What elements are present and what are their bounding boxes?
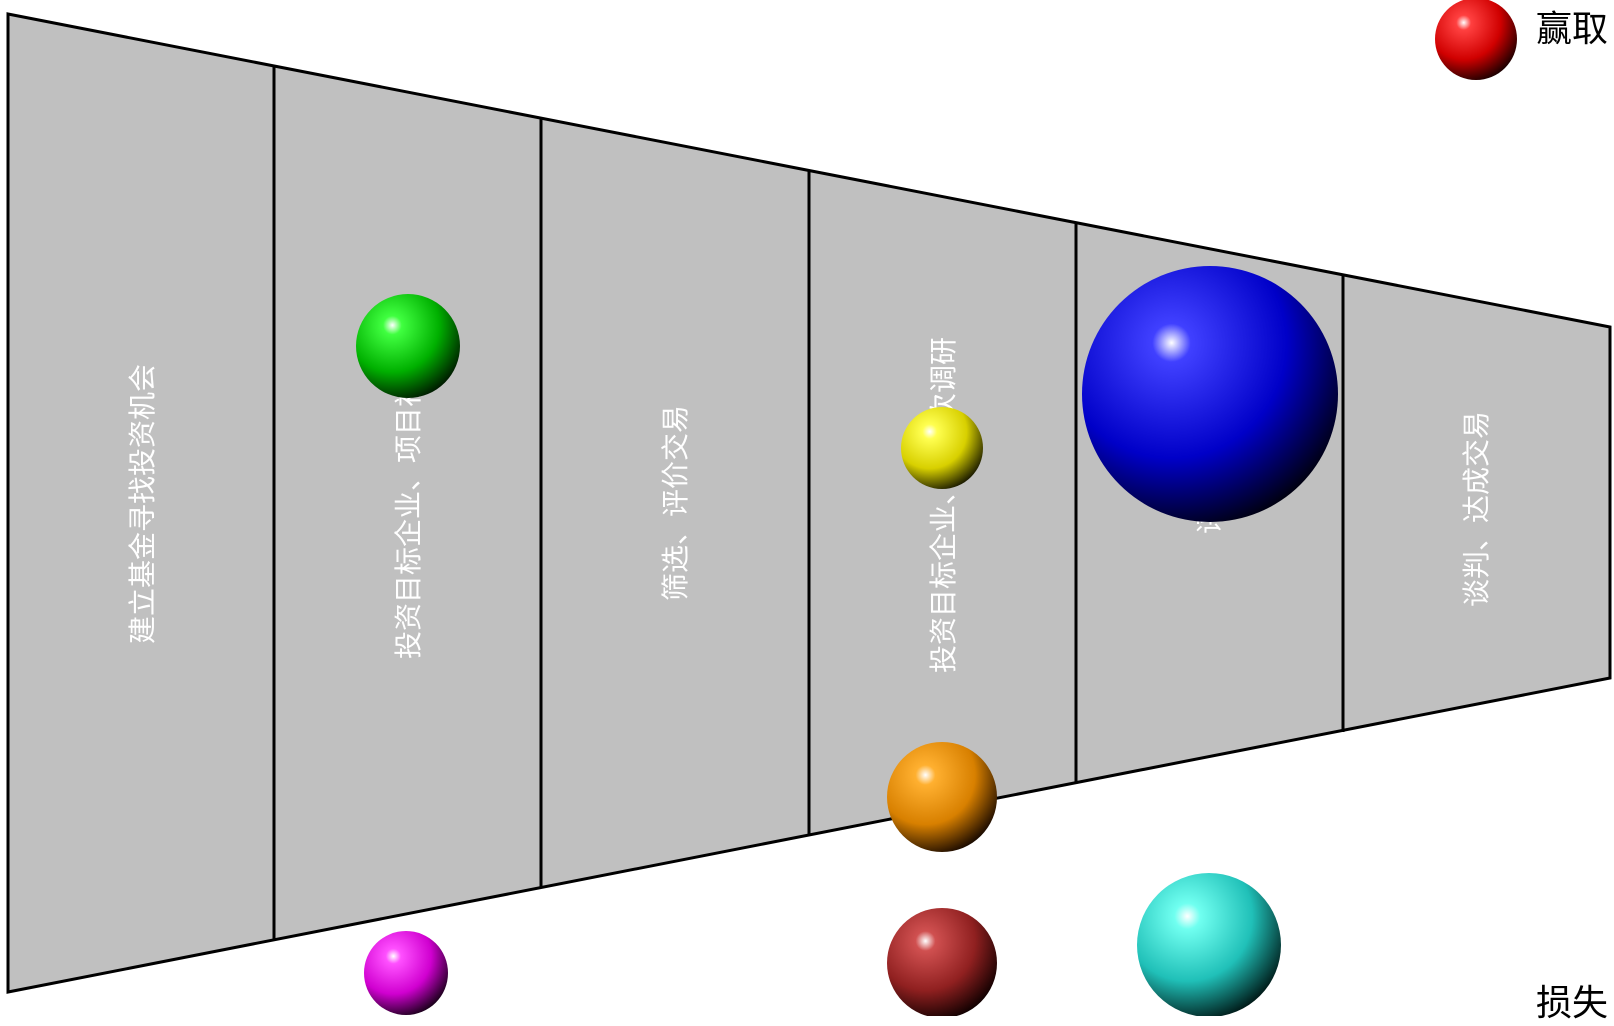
red-sphere [1435, 0, 1517, 80]
win-label: 赢取 [1536, 0, 1608, 52]
stage-label-1: 建立基金寻找投资机会 [126, 364, 159, 644]
brown-sphere [887, 908, 997, 1016]
magenta-sphere [364, 931, 448, 1015]
orange-sphere [887, 742, 997, 852]
yellow-sphere [901, 407, 983, 489]
loss-label: 损失 [1536, 974, 1608, 1026]
stage-label-3: 筛选、评价交易 [659, 405, 692, 601]
green-sphere [356, 294, 460, 398]
stage-label-4: 投资目标企业、深入次调研 [927, 337, 960, 673]
stage-label-6: 谈判、达成交易 [1460, 411, 1493, 607]
blue-sphere [1082, 266, 1338, 522]
cyan-sphere [1137, 873, 1281, 1016]
